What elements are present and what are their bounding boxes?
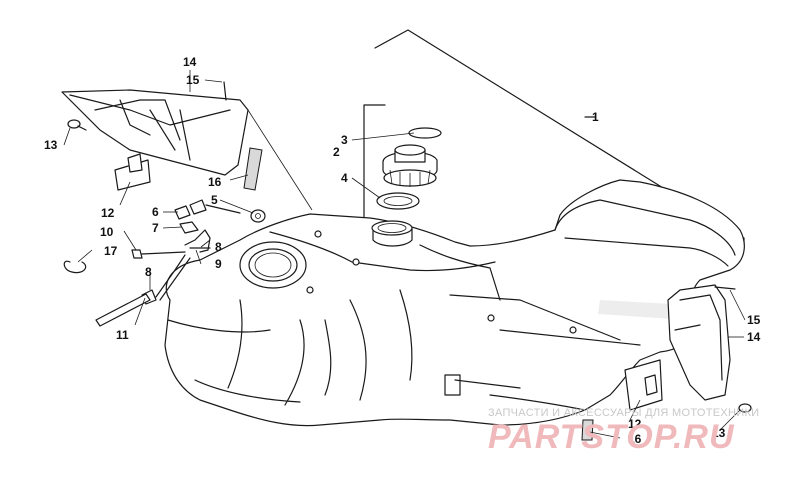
shield-right bbox=[667, 284, 731, 401]
callout-8a: 8 bbox=[215, 240, 222, 254]
callout-12b: 12 bbox=[628, 417, 642, 431]
callout-16b: 16 bbox=[628, 432, 642, 446]
bolt-left bbox=[223, 81, 227, 101]
leader-lines bbox=[63, 70, 746, 439]
bolt-right bbox=[714, 286, 736, 290]
callout-11: 11 bbox=[116, 328, 129, 342]
callout-5: 5 bbox=[211, 193, 218, 207]
callout-14a: 14 bbox=[183, 55, 197, 69]
watermark-subtitle: ЗАПЧАСТИ И АКСЕССУАРЫ ДЛЯ МОТОТЕХНИКИ bbox=[488, 407, 759, 419]
shield-left bbox=[61, 89, 263, 191]
fuel-tank bbox=[164, 179, 745, 427]
callout-14b: 14 bbox=[747, 330, 761, 344]
callout-12a: 12 bbox=[101, 206, 115, 220]
callout-9: 9 bbox=[215, 257, 222, 271]
bracket-right bbox=[624, 359, 663, 411]
fittings-group bbox=[63, 199, 266, 327]
callout-16a: 16 bbox=[208, 175, 222, 189]
callout-7: 7 bbox=[152, 221, 159, 235]
screw-right bbox=[738, 403, 752, 413]
assembly-bracket-2 bbox=[363, 104, 386, 226]
fuel-cap bbox=[382, 144, 438, 187]
callout-2: 2 bbox=[333, 145, 340, 159]
callout-3: 3 bbox=[341, 133, 348, 147]
callout-17: 17 bbox=[104, 244, 118, 258]
pad-left bbox=[243, 147, 263, 191]
callout-1: 1 bbox=[592, 110, 599, 124]
pad-right bbox=[581, 419, 594, 441]
callout-15a: 15 bbox=[186, 73, 200, 87]
gasket-ring bbox=[408, 127, 442, 139]
watermark-brand: PARTSTOP.RU bbox=[488, 418, 735, 456]
callout-13b: 13 bbox=[712, 426, 726, 440]
callout-labels: 1 2 3 4 5 6 7 8 8 9 10 11 12 12 13 13 14… bbox=[44, 55, 761, 446]
callout-6: 6 bbox=[152, 205, 159, 219]
callout-13a: 13 bbox=[44, 138, 58, 152]
screw-left bbox=[67, 119, 87, 131]
callout-15b: 15 bbox=[747, 313, 761, 327]
filler-gasket bbox=[376, 192, 420, 210]
watermark: ЗАПЧАСТИ И АКСЕССУАРЫ ДЛЯ МОТОТЕХНИКИ PA… bbox=[488, 407, 759, 456]
callout-10: 10 bbox=[100, 225, 114, 239]
callout-4: 4 bbox=[341, 171, 348, 185]
callout-8b: 8 bbox=[145, 265, 152, 279]
bracket-left bbox=[114, 153, 151, 191]
